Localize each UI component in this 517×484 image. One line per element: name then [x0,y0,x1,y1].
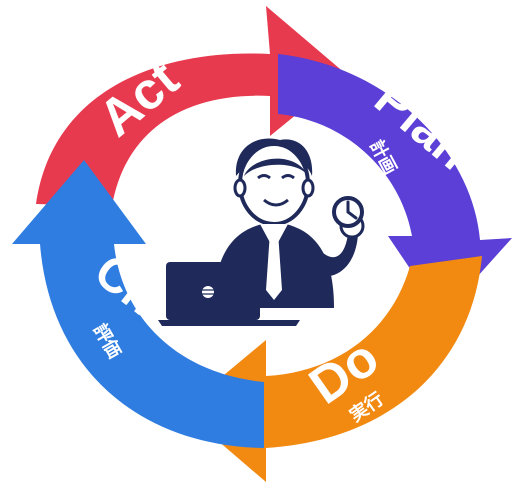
plan-arrow [278,54,512,316]
businessman-at-laptop-icon [158,138,365,326]
act-arrow [36,6,346,206]
check-arrow [12,160,264,448]
tie-icon [266,232,282,300]
head-icon [238,142,310,226]
